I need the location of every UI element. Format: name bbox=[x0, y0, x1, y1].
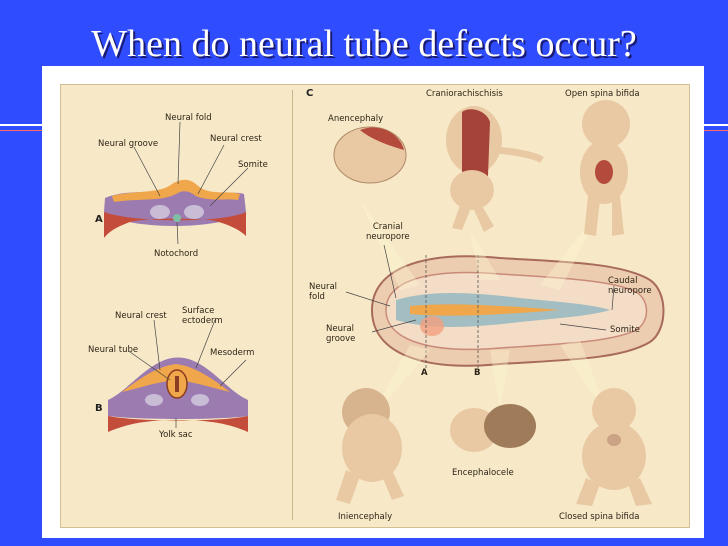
label-a-neural-groove: Neural groove bbox=[98, 139, 159, 149]
label-anencephaly: Anencephaly bbox=[328, 114, 384, 124]
label-a-notochord: Notochord bbox=[154, 249, 199, 259]
label-encephalocele: Encephalocele bbox=[452, 468, 514, 478]
label-b-yolk-sac: Yolk sac bbox=[159, 430, 193, 440]
label-a-somite: Somite bbox=[238, 160, 268, 170]
panel-divider bbox=[292, 90, 293, 520]
label-b-surface-ectoderm: Surface ectoderm bbox=[182, 306, 223, 326]
label-section-b: B bbox=[474, 368, 481, 378]
panel-b-cross-section bbox=[108, 357, 248, 432]
closed-spina-bifida-illustration bbox=[576, 388, 652, 506]
label-a-neural-fold: Neural fold bbox=[165, 113, 212, 123]
decorative-line-left-accent bbox=[0, 130, 42, 131]
iniencephaly-illustration bbox=[336, 388, 404, 504]
label-cranial-neuropore: Cranial neuropore bbox=[366, 222, 410, 242]
label-closed-spina-bifida: Closed spina bifida bbox=[559, 512, 640, 522]
central-embryo bbox=[370, 255, 665, 368]
label-b-mesoderm: Mesoderm bbox=[210, 348, 255, 358]
panel-letter-b: B bbox=[95, 403, 103, 414]
label-somite: Somite bbox=[610, 325, 640, 335]
panel-letter-a: A bbox=[95, 214, 103, 225]
label-b-neural-crest: Neural crest bbox=[115, 311, 167, 321]
open-spina-bifida-illustration bbox=[580, 100, 630, 236]
label-section-a: A bbox=[421, 368, 428, 378]
panel-a-cross-section bbox=[104, 179, 246, 238]
label-a-neural-crest: Neural crest bbox=[210, 134, 262, 144]
label-iniencephaly: Iniencephaly bbox=[338, 512, 393, 522]
label-b-neural-tube: Neural tube bbox=[88, 345, 139, 355]
anencephaly-illustration bbox=[333, 126, 407, 184]
slide-title: When do neural tube defects occur? bbox=[91, 23, 637, 65]
label-neural-fold: Neural fold bbox=[309, 282, 338, 302]
decorative-line-left bbox=[0, 124, 42, 126]
encephalocele-illustration bbox=[450, 404, 536, 452]
decorative-line-right-accent bbox=[704, 130, 728, 131]
craniorachischisis-illustration bbox=[446, 106, 544, 232]
leader-lines bbox=[129, 121, 615, 428]
decorative-line-right bbox=[704, 124, 728, 126]
panel-letter-c: C bbox=[306, 88, 314, 99]
label-craniorachischisis: Craniorachischisis bbox=[426, 89, 503, 99]
label-open-spina-bifida: Open spina bifida bbox=[565, 89, 640, 99]
label-caudal-neuropore: Caudal neuropore bbox=[608, 276, 652, 296]
label-neural-groove: Neural groove bbox=[326, 324, 356, 344]
